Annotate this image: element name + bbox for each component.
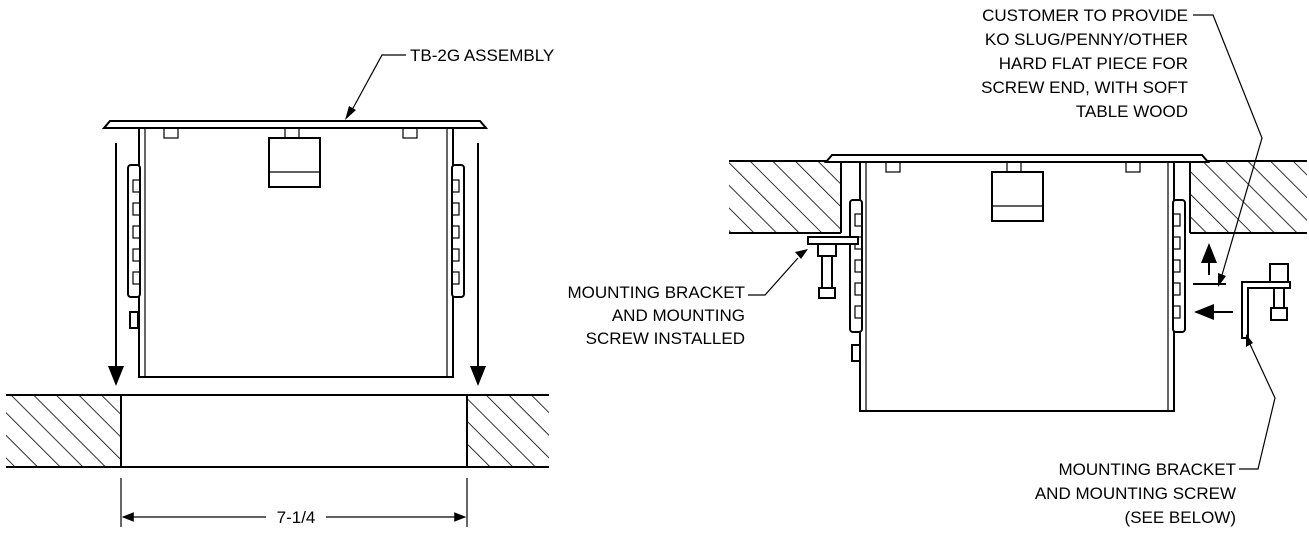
installed-note-line: AND MOUNTING bbox=[612, 306, 745, 325]
installed-note-line: MOUNTING BRACKET bbox=[567, 283, 745, 302]
left-view: TB-2G ASSEMBLY 7-1/4 bbox=[6, 46, 554, 527]
see-below-note-line: (SEE BELOW) bbox=[1125, 508, 1236, 527]
customer-note-line: SCREW END, WITH SOFT bbox=[981, 78, 1188, 97]
left-table bbox=[6, 394, 549, 468]
dimension-7-1-4: 7-1/4 bbox=[120, 478, 468, 527]
right-table bbox=[729, 160, 1307, 234]
customer-note-line: CUSTOMER TO PROVIDE bbox=[982, 6, 1188, 25]
customer-note-line: TABLE WOOD bbox=[1076, 102, 1188, 121]
assembly-label: TB-2G ASSEMBLY bbox=[410, 46, 554, 65]
customer-note: CUSTOMER TO PROVIDE KO SLUG/PENNY/OTHER … bbox=[981, 6, 1188, 121]
exploded-bracket bbox=[1193, 243, 1291, 339]
see-below-note-line: AND MOUNTING SCREW bbox=[1035, 484, 1236, 503]
left-assembly bbox=[101, 120, 489, 378]
see-below-note: MOUNTING BRACKET AND MOUNTING SCREW (SEE… bbox=[1035, 460, 1236, 527]
installed-note: MOUNTING BRACKET AND MOUNTING SCREW INST… bbox=[567, 283, 745, 348]
customer-note-line: KO SLUG/PENNY/OTHER bbox=[985, 30, 1188, 49]
dimension-label: 7-1/4 bbox=[277, 508, 316, 527]
see-below-note-line: MOUNTING BRACKET bbox=[1058, 460, 1236, 479]
right-assembly bbox=[807, 154, 1211, 412]
customer-note-line: HARD FLAT PIECE FOR bbox=[999, 54, 1188, 73]
right-view: CUSTOMER TO PROVIDE KO SLUG/PENNY/OTHER … bbox=[567, 6, 1307, 527]
installed-note-line: SCREW INSTALLED bbox=[586, 329, 745, 348]
